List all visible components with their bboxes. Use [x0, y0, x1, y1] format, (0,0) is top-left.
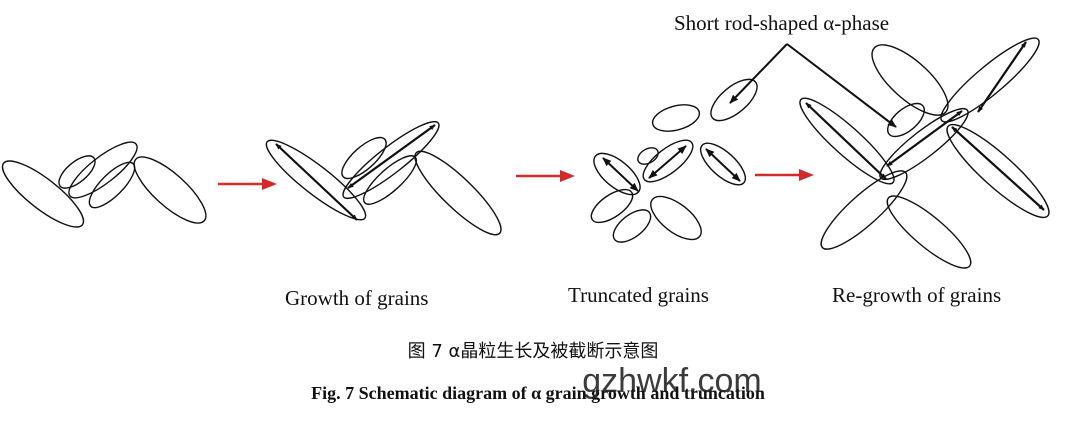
stage-growth-grains	[265, 120, 502, 236]
stage-label-growth: Growth of grains	[285, 286, 428, 310]
stage-label-regrowth: Re-growth of grains	[832, 283, 1001, 307]
stage-initial-grains	[1, 141, 207, 228]
regrowth-double-arrow	[951, 126, 1045, 211]
regrowth-double-arrow	[886, 110, 963, 167]
stage-growth-arrows	[275, 124, 436, 221]
grain-ellipse	[886, 195, 972, 269]
stage-regrowth-arrows	[805, 41, 1045, 211]
watermark: gzhwkf.com	[582, 362, 762, 400]
growth-double-arrow	[275, 143, 358, 221]
annotation-label: Short rod-shaped α-phase	[674, 11, 889, 35]
grain-ellipse	[650, 195, 702, 241]
stage-truncated-arrows	[602, 145, 741, 192]
process-arrow	[218, 178, 277, 190]
grain-ellipse	[414, 150, 502, 236]
grain-ellipse	[265, 139, 367, 221]
process-arrow	[516, 170, 575, 182]
regrowth-double-arrow	[805, 102, 887, 180]
grain-ellipse	[88, 161, 136, 209]
grain-ellipse	[1, 160, 85, 228]
grain-ellipse	[133, 156, 207, 224]
grain-ellipse	[820, 170, 908, 250]
grain-ellipse	[887, 102, 925, 138]
short-rod-double-arrow	[648, 145, 687, 179]
short-rod-double-arrow	[602, 157, 639, 192]
process-arrow	[755, 169, 814, 181]
grain-ellipse	[590, 188, 634, 224]
grain-ellipse	[68, 141, 138, 199]
grain-ellipse	[651, 104, 701, 132]
short-rod-double-arrow	[705, 148, 741, 182]
grain-ellipse	[58, 155, 96, 189]
annotation-callout	[729, 43, 897, 128]
caption-english: Fig. 7 Schematic diagram of α grain grow…	[311, 383, 765, 403]
caption-chinese: 图 7 α晶粒生长及被截断示意图	[408, 341, 659, 362]
grain-ellipse	[940, 37, 1040, 123]
grain-ellipse	[593, 152, 641, 196]
grain-ellipse	[612, 209, 652, 243]
regrowth-double-arrow	[977, 41, 1027, 113]
growth-double-arrow	[347, 124, 436, 189]
stage-regrowth-grains	[799, 37, 1050, 269]
stage-label-truncated: Truncated grains	[568, 283, 709, 307]
stage-truncated-grains	[590, 78, 758, 243]
grain-ellipse	[710, 78, 758, 122]
